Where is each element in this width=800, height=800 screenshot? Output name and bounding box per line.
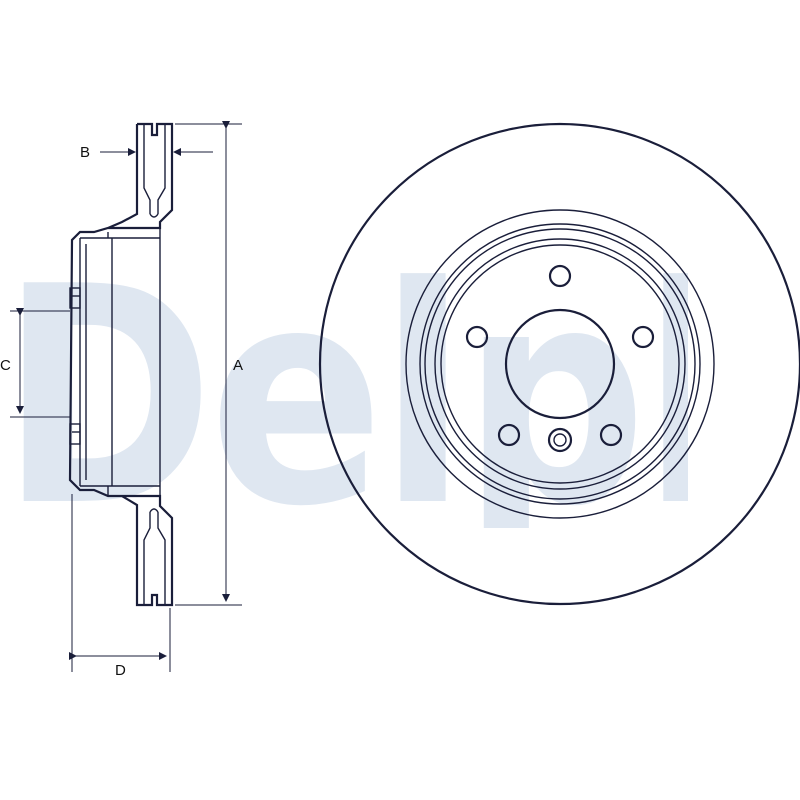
- friction-inner-edge: [405, 209, 715, 519]
- wheel-bolt-hole-4: [497, 423, 521, 447]
- wheel-bolt-hole-5: [465, 325, 489, 349]
- label-C: C: [0, 357, 11, 374]
- disc-outer-edge: [318, 122, 800, 606]
- hat-ring-4: [440, 244, 680, 484]
- hat-ring-2: [424, 228, 696, 500]
- locating-screw-hole-outer: [547, 427, 573, 453]
- side-view: [68, 122, 174, 607]
- vent-cap-bottom: [149, 508, 159, 513]
- vent-line-bottom-right: [157, 512, 166, 605]
- label-D: D: [115, 662, 126, 679]
- dimension-D: [69, 494, 171, 672]
- vent-line-top-left: [143, 124, 151, 214]
- wheel-bolt-hole-2: [631, 325, 655, 349]
- section-bolt-top: [69, 287, 81, 309]
- hat-outer-ring: [419, 223, 701, 505]
- section-bolt-bottom: [69, 423, 81, 445]
- dimension-C: [10, 308, 70, 418]
- hat-ring-3: [434, 238, 686, 490]
- dimension-A: [175, 121, 242, 606]
- label-A: A: [233, 357, 244, 374]
- vent-cap-top: [149, 213, 159, 218]
- center-bore: [504, 308, 616, 420]
- front-view: [318, 122, 800, 606]
- wheel-bolt-hole-3: [599, 423, 623, 447]
- vent-line-bottom-left: [143, 512, 151, 605]
- locating-screw-hole-inner: [553, 433, 567, 447]
- vent-line-top-right: [157, 124, 166, 214]
- rotor-outer-profile: [68, 122, 174, 607]
- label-B: B: [80, 144, 91, 161]
- wheel-bolt-hole-1: [548, 264, 572, 288]
